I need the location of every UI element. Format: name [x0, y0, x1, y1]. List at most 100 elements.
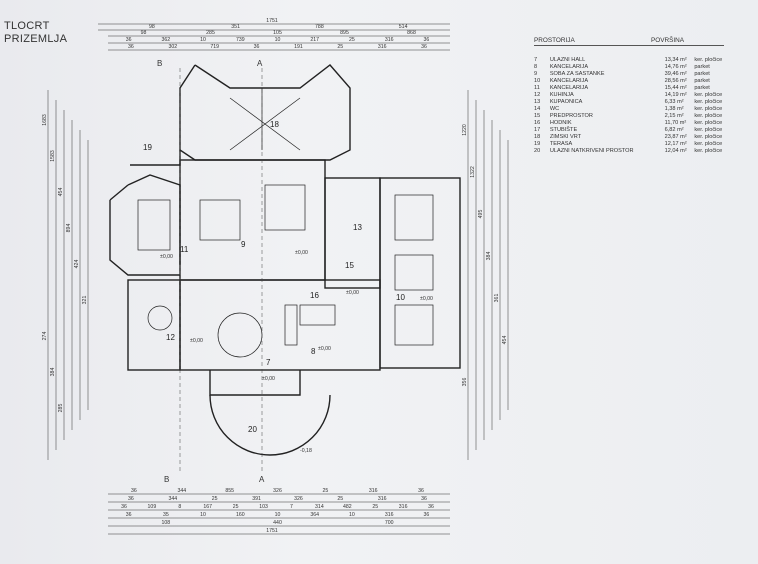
legend-name: SOBA ZA SASTANKE: [549, 71, 605, 77]
room-label-20: 20: [248, 425, 257, 434]
dimension-label: 700: [385, 520, 394, 526]
dimension-label: 10: [200, 37, 206, 43]
dimension-label: 344: [168, 496, 177, 502]
legend-name: KANCELARIJA: [549, 85, 589, 91]
dimension-label: 191: [294, 44, 303, 50]
legend-header-area: POVRŠINA: [650, 37, 684, 44]
dimension-label: 361: [494, 294, 500, 303]
section-mark-a-bottom: A: [259, 475, 265, 484]
dimension-label: 36: [126, 37, 132, 43]
legend-floor: ker. pločice: [694, 106, 723, 112]
dimension-label: 868: [407, 30, 416, 36]
legend-num: 12: [534, 92, 541, 98]
legend-floor: ker. pločice: [694, 99, 723, 105]
dimension-label: 10: [275, 37, 281, 43]
dimension-label: 855: [225, 488, 234, 494]
legend-area: 39,46 m²: [664, 71, 687, 77]
legend-num: 20: [534, 148, 541, 154]
legend-num: 11: [534, 85, 540, 91]
room-label-15: 15: [345, 261, 354, 270]
elevation-mark: ±0,00: [295, 250, 308, 256]
dimension-label: 25: [337, 496, 343, 502]
dimension-label: 326: [273, 488, 282, 494]
dimension-label: 1751: [266, 528, 278, 534]
legend-area: 28,56 m²: [664, 78, 687, 84]
dimension-label: 108: [162, 520, 171, 526]
title-line-2: PRIZEMLJA: [4, 33, 68, 45]
legend-area: 1,38 m²: [664, 106, 684, 112]
legend-area: 13,34 m²: [664, 57, 687, 63]
legend-num: 8: [534, 64, 538, 70]
legend-floor: parket: [694, 71, 710, 77]
dimension-label: 25: [337, 44, 343, 50]
legend-area: 11,70 m²: [664, 120, 687, 126]
dimension-label: 454: [502, 336, 508, 345]
dimension-label: 167: [203, 504, 212, 510]
dimension-label: 25: [322, 488, 328, 494]
dimension-label: 454: [58, 188, 64, 197]
legend-header: PROSTORIJA POVRŠINA: [534, 37, 724, 46]
dimension-label: 739: [236, 37, 245, 43]
dimension-label: 894: [66, 224, 72, 233]
legend-floor: ker. pločice: [694, 120, 723, 126]
dimension-label: 514: [399, 24, 408, 30]
interior-furniture: [137, 88, 434, 358]
dimension-label: 895: [340, 30, 349, 36]
dimension-label: 316: [378, 44, 387, 50]
legend-num: 14: [534, 106, 541, 112]
dimension-label: 316: [385, 37, 394, 43]
legend-name: ULAZNI HALL: [549, 57, 586, 63]
legend-name: KUHINJA: [549, 92, 574, 98]
room-label-11: 11: [180, 245, 189, 254]
dimension-label: 316: [399, 504, 408, 510]
legend-area: 6,82 m²: [664, 127, 684, 133]
legend-floor: ker. pločice: [694, 113, 723, 119]
dimension-label: 10: [349, 512, 355, 518]
dimension-label: 356: [462, 378, 468, 387]
legend-num: 13: [534, 99, 541, 105]
dimension-label: 362: [162, 37, 171, 43]
legend-floor: parket: [694, 64, 710, 70]
dimension-label: 391: [252, 496, 261, 502]
dimension-label: 36: [126, 512, 132, 518]
dimension-label: 1751: [266, 18, 278, 24]
dimension-label: 495: [478, 210, 484, 219]
elevation-mark: ±0,00: [346, 290, 359, 296]
dimension-label: 217: [310, 37, 319, 43]
legend-area: 12,04 m²: [664, 148, 687, 154]
dimension-label: 25: [372, 504, 378, 510]
dimension-label: 36: [423, 512, 429, 518]
legend-name: HODNIK: [549, 120, 572, 126]
dimension-label: 36: [128, 44, 134, 50]
dimension-label: 1683: [42, 114, 48, 126]
legend-name: KANCELARIJA: [549, 78, 589, 84]
drawing-title: TLOCRT PRIZEMLJA: [4, 20, 67, 46]
dimension-label: 7: [290, 504, 293, 510]
dimension-label: 36: [254, 44, 260, 50]
legend-floor: parket: [694, 85, 710, 91]
dimension-label: 36: [131, 488, 137, 494]
dimension-label: 25: [349, 37, 355, 43]
elevation-mark: ±0,00: [190, 338, 203, 344]
dimension-label: 316: [385, 512, 394, 518]
elevation-marks: ±0,00 ±0,00 ±0,00 ±0,00 ±0,00 ±0,00 ±0,0…: [160, 250, 433, 454]
dimension-label: 36: [128, 496, 134, 502]
dimension-label: 351: [231, 24, 240, 30]
dimension-label: 10: [200, 512, 206, 518]
legend-num: 19: [534, 141, 541, 147]
dimension-label: 424: [74, 260, 80, 269]
room-label-19: 19: [143, 143, 152, 152]
dimension-label: 1322: [470, 166, 476, 178]
dimension-label: 788: [315, 24, 324, 30]
dimension-label: 105: [273, 30, 282, 36]
dimension-label: 36: [421, 44, 427, 50]
dimension-label: 314: [315, 504, 324, 510]
